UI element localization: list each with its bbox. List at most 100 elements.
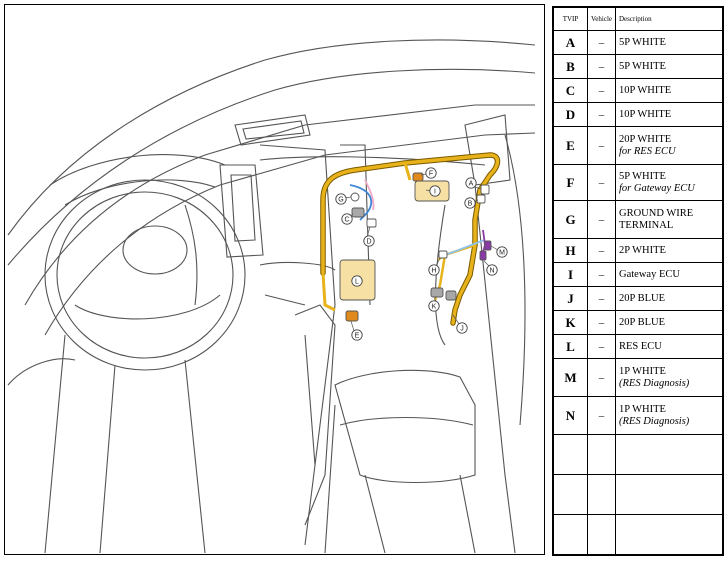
cell-empty [587, 434, 616, 475]
callout-letter: E [355, 333, 360, 340]
cell-tvip: B [553, 54, 588, 79]
cell-vehicle: – [587, 262, 616, 287]
cell-empty [553, 514, 588, 555]
callout-circle [363, 235, 375, 247]
cell-description: 10P WHITE [615, 102, 723, 127]
table-row: G–GROUND WIRE TERMINAL [553, 200, 723, 239]
callout-circle [456, 322, 468, 334]
connector-j [445, 290, 457, 301]
table-row: B–5P WHITE [553, 54, 723, 79]
cell-description: 1P WHITE(RES Diagnosis) [615, 358, 723, 397]
callout-n: N [486, 264, 498, 276]
pink-wire [364, 179, 375, 211]
description-note: for Gateway ECU [619, 182, 695, 194]
blue-wire [349, 184, 373, 221]
table-row: D–10P WHITE [553, 102, 723, 127]
callout-circle [464, 197, 476, 209]
callout-circle [428, 300, 440, 312]
callout-l: L [351, 275, 363, 287]
cell-description: 1P WHITE(RES Diagnosis) [615, 396, 723, 435]
callout-j: J [456, 322, 468, 334]
description-note: (RES Diagnosis) [619, 415, 690, 427]
table-header-row: TVIP Vehicle Description [553, 7, 723, 31]
cell-empty [587, 474, 616, 515]
callout-letter: K [432, 304, 437, 311]
description-text: 10P WHITE [619, 108, 672, 120]
callout-g: G [335, 193, 347, 205]
header-description: Description [615, 7, 723, 31]
callout-circle [496, 246, 508, 258]
description-text: 20P BLUE [619, 292, 665, 304]
cell-empty [615, 514, 723, 555]
cell-empty [615, 474, 723, 515]
cell-vehicle: – [587, 164, 616, 201]
header-tvip: TVIP [553, 7, 588, 31]
harness-branch-i [403, 162, 412, 181]
callout-circle [465, 177, 477, 189]
light-blue-wire [444, 239, 486, 256]
description-text: Gateway ECU [619, 268, 680, 280]
cell-vehicle: – [587, 200, 616, 239]
callout-circle [429, 185, 441, 197]
callout-leaders [344, 173, 499, 332]
table-row: K–20P BLUE [553, 310, 723, 335]
cell-empty [553, 474, 588, 515]
description-text: 20P BLUE [619, 316, 665, 328]
callout-e: E [351, 329, 363, 341]
cell-vehicle: – [587, 238, 616, 263]
callout-b: B [464, 197, 476, 209]
description-text: 1P WHITE [619, 365, 666, 377]
connector-d [366, 218, 377, 228]
callout-letter: N [489, 268, 494, 275]
cell-tvip: M [553, 358, 588, 397]
description-text: 5P WHITE [619, 60, 666, 72]
table-row: M–1P WHITE(RES Diagnosis) [553, 358, 723, 397]
callout-k: K [428, 300, 440, 312]
callout-circle [486, 264, 498, 276]
callout-letter: L [355, 279, 359, 286]
cell-description: 20P BLUE [615, 286, 723, 311]
callout-circle [351, 275, 363, 287]
callout-circle [351, 329, 363, 341]
callout-letter: M [499, 250, 505, 257]
table-row: I–Gateway ECU [553, 262, 723, 287]
description-text: RES ECU [619, 340, 662, 352]
connector-f [412, 172, 424, 182]
cell-tvip: F [553, 164, 588, 201]
harness-main [321, 153, 500, 325]
callout-circle [428, 264, 440, 276]
connector-k [430, 287, 444, 298]
cell-tvip: A [553, 30, 588, 55]
cell-vehicle: – [587, 396, 616, 435]
table-row-empty [553, 434, 723, 475]
cell-description: 5P WHITE [615, 54, 723, 79]
connector-h [438, 250, 448, 259]
callout-letter: C [344, 217, 349, 224]
cell-tvip: G [553, 200, 588, 239]
callout-d: D [363, 235, 375, 247]
description-text: 2P WHITE [619, 244, 666, 256]
cell-empty [553, 434, 588, 475]
header-vehicle: Vehicle [587, 7, 616, 31]
cell-tvip: N [553, 396, 588, 435]
description-text: 5P WHITE [619, 36, 666, 48]
table-row: H–2P WHITE [553, 238, 723, 263]
callout-circle [341, 213, 353, 225]
description-text: 20P WHITE [619, 133, 672, 145]
table-row: A–5P WHITE [553, 30, 723, 55]
callout-letter: D [366, 239, 371, 246]
description-text: 5P WHITE [619, 170, 666, 182]
callout-circle [425, 167, 437, 179]
connector-m [484, 240, 492, 251]
callout-letter: J [460, 326, 464, 333]
callout-i: I [429, 185, 441, 197]
cell-description: GROUND WIRE TERMINAL [615, 200, 723, 239]
description-text: 10P WHITE [619, 84, 672, 96]
